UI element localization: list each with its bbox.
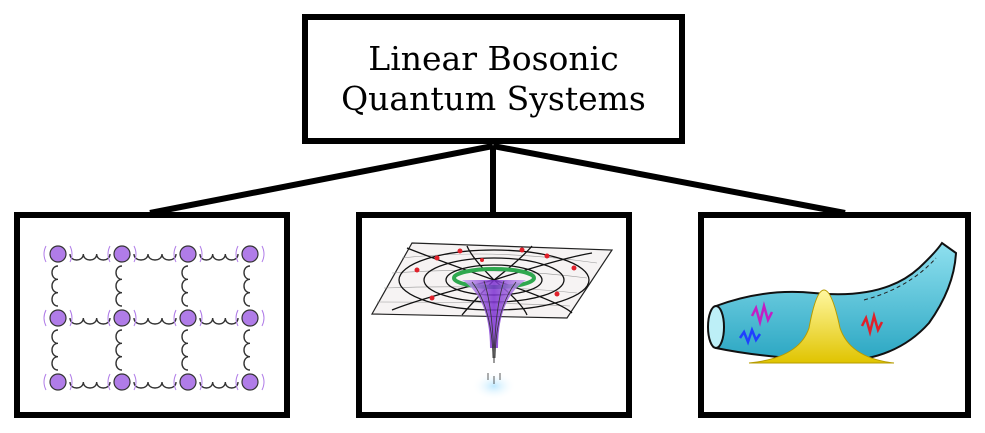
vibration-arc — [261, 373, 265, 391]
vibration-arc — [133, 245, 137, 263]
vibration-arc — [43, 373, 47, 391]
vibration-arc — [235, 309, 239, 327]
title-line-2: Quantum Systems — [341, 79, 646, 118]
vibration-arc — [261, 245, 265, 263]
vibration-arc — [199, 245, 203, 263]
vibration-arc — [261, 309, 265, 327]
vibration-arc — [107, 245, 111, 263]
vibration-arc — [107, 373, 111, 391]
funnel-lines — [471, 280, 517, 364]
spring-vertical — [51, 265, 59, 307]
spring-vertical — [181, 329, 189, 371]
connector-to-right-panel — [492, 143, 846, 216]
funnel-illustration — [370, 242, 614, 400]
oscillator-node — [241, 373, 259, 391]
vibration-arc — [235, 373, 239, 391]
vibration-arc — [199, 373, 203, 391]
bottom-glow — [472, 372, 516, 400]
oscillator-node — [241, 245, 259, 263]
oscillator-node — [179, 309, 197, 327]
title-box: Linear Bosonic Quantum Systems — [302, 14, 685, 144]
oscillator-node — [113, 309, 131, 327]
vibration-arc — [235, 245, 239, 263]
spring-horizontal — [69, 317, 111, 325]
spring-horizontal — [199, 253, 239, 261]
oscillator-node — [179, 245, 197, 263]
funnel-throat — [462, 280, 526, 348]
waveguide-illustration — [707, 241, 958, 364]
oscillator-node — [241, 309, 259, 327]
connector-to-left-panel — [149, 143, 494, 216]
spring-vertical — [51, 329, 59, 371]
vibration-arc — [199, 309, 203, 327]
spring-vertical — [115, 329, 123, 371]
oscillator-node — [49, 245, 67, 263]
vibration-arc — [173, 373, 177, 391]
vibration-arc — [173, 309, 177, 327]
yellow-wavepacket — [748, 289, 895, 364]
spring-horizontal — [199, 317, 239, 325]
spring-vertical — [243, 329, 251, 371]
title-line-1: Linear Bosonic — [368, 39, 619, 78]
vibration-arc — [43, 309, 47, 327]
spring-horizontal — [69, 253, 111, 261]
vibration-arc — [133, 309, 137, 327]
magenta-wavepacket — [750, 301, 774, 327]
oscillator-node — [179, 373, 197, 391]
spring-horizontal — [69, 381, 111, 389]
oscillator-node — [49, 373, 67, 391]
tube-opening — [707, 305, 725, 349]
oscillator-node — [113, 245, 131, 263]
vibration-arc — [107, 309, 111, 327]
panel-oscillator-lattice — [14, 212, 290, 418]
spring-horizontal — [199, 381, 239, 389]
spring-vertical — [115, 265, 123, 307]
oscillator-node — [49, 309, 67, 327]
vibration-arc — [69, 373, 73, 391]
vibration-arc — [173, 245, 177, 263]
oscillator-node — [113, 373, 131, 391]
lattice-illustration — [43, 245, 265, 391]
tube-dashed-line — [863, 257, 937, 301]
escaping-particles — [487, 373, 501, 384]
spring-horizontal — [133, 317, 177, 325]
spring-vertical — [243, 265, 251, 307]
red-wavepacket — [860, 311, 884, 337]
blue-wavepacket — [738, 326, 762, 346]
vibration-arc — [133, 373, 137, 391]
red-particles — [414, 247, 577, 301]
spring-horizontal — [133, 253, 177, 261]
spring-horizontal — [133, 381, 177, 389]
panel-analogue-black-hole — [356, 212, 632, 418]
vibration-arc — [69, 245, 73, 263]
vibration-arc — [43, 245, 47, 263]
panel-curved-waveguide — [698, 212, 971, 418]
spring-vertical — [181, 265, 189, 307]
vibration-arc — [69, 309, 73, 327]
